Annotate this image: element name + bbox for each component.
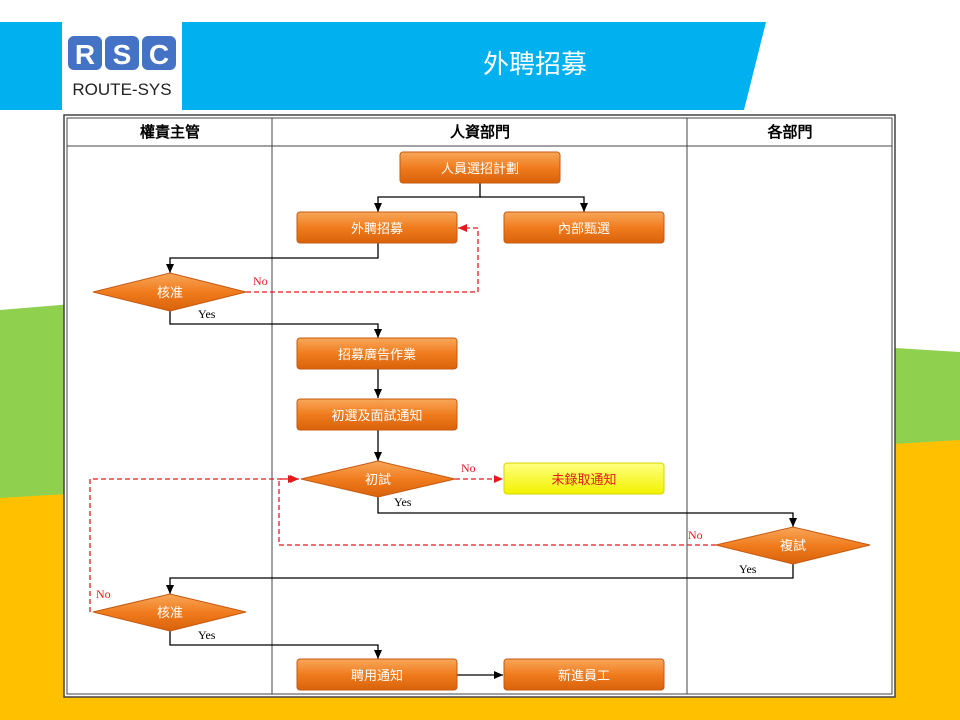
logo-text: ROUTE-SYS [72, 80, 172, 99]
swimlane-frame-inner [66, 117, 893, 695]
label-approve2-yes: Yes [198, 628, 216, 642]
node-notify-label: 初選及面試通知 [331, 408, 422, 424]
edge-interview1-interview2 [377, 497, 797, 527]
edge-approve1-no [246, 224, 479, 293]
node-internal-label: 內部甄選 [558, 222, 610, 237]
edge-plan-external [374, 183, 481, 212]
label-interview1-no: No [461, 461, 476, 475]
edge-plan-internal [480, 196, 588, 212]
node-notify: 初選及面試通知 [296, 398, 458, 431]
node-internal: 內部甄選 [503, 211, 665, 244]
node-approve2-label: 核准 [157, 606, 183, 621]
logo-letter-c: C [149, 39, 169, 70]
label-interview2-yes: Yes [739, 562, 757, 576]
edge-external-approve1 [166, 243, 379, 273]
label-interview1-yes: Yes [394, 495, 412, 509]
node-plan-label: 人員選招計劃 [441, 161, 519, 177]
no-connectors [89, 224, 716, 612]
edge-approve1-ad [169, 310, 382, 338]
node-reject: 未錄取通知 [503, 462, 665, 495]
company-logo: R S C ROUTE-SYS [62, 22, 182, 110]
swimlane-frame-outer [63, 114, 896, 698]
node-reject-label: 未錄取通知 [551, 472, 616, 488]
node-interview1-label: 初試 [365, 472, 391, 488]
node-new-employee-label: 新進員工 [558, 668, 610, 684]
label-approve2-no: No [96, 587, 111, 601]
node-external: 外聘招募 [296, 211, 458, 244]
node-ad: 招募廣告作業 [296, 337, 458, 370]
node-hire-notice: 聘用通知 [296, 658, 458, 691]
lane-header-hr: 人資部門 [450, 123, 510, 141]
node-approve1: 核准 [92, 272, 247, 312]
logo-letter-s: S [113, 39, 132, 70]
node-plan: 人員選招計劃 [399, 151, 561, 184]
node-interview2: 複試 [715, 526, 871, 565]
header-banner [0, 22, 766, 110]
node-approve2: 核准 [92, 593, 247, 632]
lane-header-departments: 各部門 [766, 123, 812, 141]
label-interview2-no: No [688, 528, 703, 542]
lane-header-manager: 權責主管 [140, 123, 200, 141]
label-approve1-no: No [253, 274, 268, 288]
edge-approve2-no [89, 475, 297, 612]
connectors [166, 183, 797, 679]
node-interview2-label: 複試 [780, 538, 806, 554]
page-title: 外聘招募 [482, 50, 587, 80]
node-interview1: 初試 [300, 460, 456, 498]
logo-letter-r: R [75, 39, 95, 70]
node-new-employee: 新進員工 [503, 658, 665, 691]
edge-approve2-hire [169, 631, 382, 659]
node-external-label: 外聘招募 [351, 222, 403, 237]
edge-interview2-approve2 [166, 564, 794, 594]
label-approve1-yes: Yes [198, 307, 216, 321]
node-hire-notice-label: 聘用通知 [351, 668, 403, 684]
rsc-logo-icon: R S C [68, 36, 176, 70]
node-approve1-label: 核准 [157, 286, 183, 301]
node-ad-label: 招募廣告作業 [338, 347, 416, 363]
